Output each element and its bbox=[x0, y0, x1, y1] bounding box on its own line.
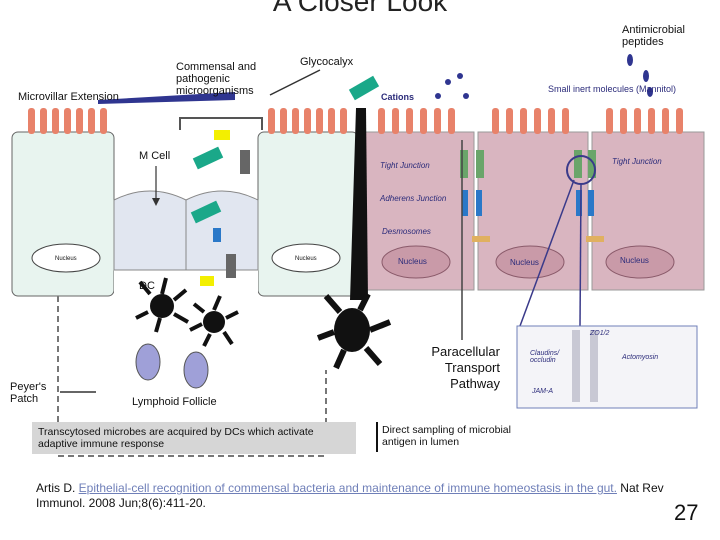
dendritic-cell-3 bbox=[316, 292, 392, 370]
label-small-inert: Small inert molecules (Mannitol) bbox=[548, 84, 677, 94]
label-jama: JAM-A bbox=[532, 388, 553, 395]
label-mcell: M Cell bbox=[139, 150, 171, 162]
m-cell-lobe-left bbox=[113, 190, 187, 271]
label-nucleus-3: Nucleus bbox=[620, 256, 649, 265]
glycocalyx-pointer bbox=[269, 69, 321, 96]
box-transcytosed: Transcytosed microbes are acquired by DC… bbox=[32, 422, 356, 454]
zoom-line-2 bbox=[519, 179, 575, 327]
label-desmosomes: Desmosomes bbox=[382, 227, 431, 236]
mcell-arrowhead bbox=[152, 198, 160, 206]
antimicrobial-peptide-markers bbox=[627, 54, 653, 97]
citation-journal: Nat Rev Immunol. 2008 Jun;8(6):411-20. bbox=[36, 481, 664, 510]
microbe-green-2 bbox=[190, 200, 222, 224]
adherens-junction-markers bbox=[462, 190, 594, 216]
nucleus-shape-3 bbox=[605, 245, 675, 279]
microbe-bracket bbox=[179, 117, 263, 130]
label-adherens: Adherens Junction bbox=[380, 194, 447, 203]
label-commensal: Commensal and pathogenic microorganisms bbox=[176, 61, 257, 97]
label-claudins: Claudins/ occludin bbox=[530, 350, 560, 364]
label-actomyosin: Actomyosin bbox=[622, 354, 659, 361]
dc-dendrite bbox=[350, 108, 368, 300]
microvilli-right bbox=[378, 108, 683, 134]
nucleus-shape-left bbox=[31, 243, 101, 273]
microbe-green-1 bbox=[192, 146, 224, 170]
label-tight-junction-2: Tight Junction bbox=[612, 157, 662, 166]
inset-membrane-2 bbox=[590, 330, 598, 402]
microbe-gray-1 bbox=[240, 150, 250, 174]
microbe-gray-2 bbox=[226, 254, 236, 278]
label-peyers-patch: Peyer's Patch bbox=[10, 381, 47, 405]
label-paracellular: Paracellular Transport Pathway bbox=[431, 344, 500, 391]
zoom-line-1 bbox=[579, 183, 582, 327]
tight-junction-markers bbox=[460, 150, 596, 178]
nucleus-shape-1 bbox=[381, 245, 451, 279]
dendritic-cell-2 bbox=[189, 295, 239, 347]
follicle-cell-2 bbox=[183, 351, 209, 389]
cation-markers bbox=[435, 73, 469, 99]
microbe-yellow-2 bbox=[200, 276, 214, 286]
label-zo12: ZO1/2 bbox=[590, 330, 610, 337]
label-antimicrobial: Antimicrobial peptides bbox=[622, 24, 685, 48]
nucleus-shape-mid bbox=[271, 243, 341, 273]
glycocalyx-bar bbox=[98, 92, 235, 104]
page-title: A Closer Look bbox=[272, 0, 448, 17]
label-tight-junction-1: Tight Junction bbox=[380, 161, 430, 170]
box-direct-sampling: Direct sampling of microbial antigen in … bbox=[376, 422, 526, 452]
follicle-cell-1 bbox=[135, 343, 161, 381]
microbe-blue bbox=[213, 228, 221, 242]
paracellular-label-bg bbox=[412, 340, 508, 396]
label-nucleus-1: Nucleus bbox=[398, 257, 427, 266]
microbe-yellow-1 bbox=[214, 130, 230, 140]
bacterium-green-top bbox=[348, 75, 380, 101]
microvilli-left bbox=[28, 108, 107, 134]
page-number: 27 bbox=[674, 500, 699, 525]
microvilli-mid bbox=[268, 108, 347, 134]
label-microvillar: Microvillar Extension bbox=[18, 91, 119, 103]
m-cell-lobe-right bbox=[185, 190, 259, 271]
desmosome-markers bbox=[472, 236, 604, 242]
dendritic-cell-1 bbox=[135, 277, 189, 333]
label-nucleus-2: Nucleus bbox=[510, 258, 539, 267]
label-dc: DC bbox=[139, 280, 155, 292]
label-glycocalyx: Glycocalyx bbox=[300, 56, 354, 68]
citation-article-link[interactable]: Epithelial-cell recognition of commensal… bbox=[78, 481, 617, 495]
label-nucleus-left: Nucleus bbox=[55, 256, 77, 262]
junction-inset bbox=[516, 325, 698, 409]
peyers-patch-outline bbox=[57, 296, 327, 457]
citation-author: Artis D. bbox=[36, 481, 79, 495]
inset-membrane-1 bbox=[572, 330, 580, 402]
label-lymphoid-follicle: Lymphoid Follicle bbox=[132, 396, 217, 408]
label-cations: Cations bbox=[381, 92, 415, 102]
citation: Artis D. Epithelial-cell recognition of … bbox=[36, 481, 676, 511]
label-nucleus-mid: Nucleus bbox=[295, 256, 317, 262]
